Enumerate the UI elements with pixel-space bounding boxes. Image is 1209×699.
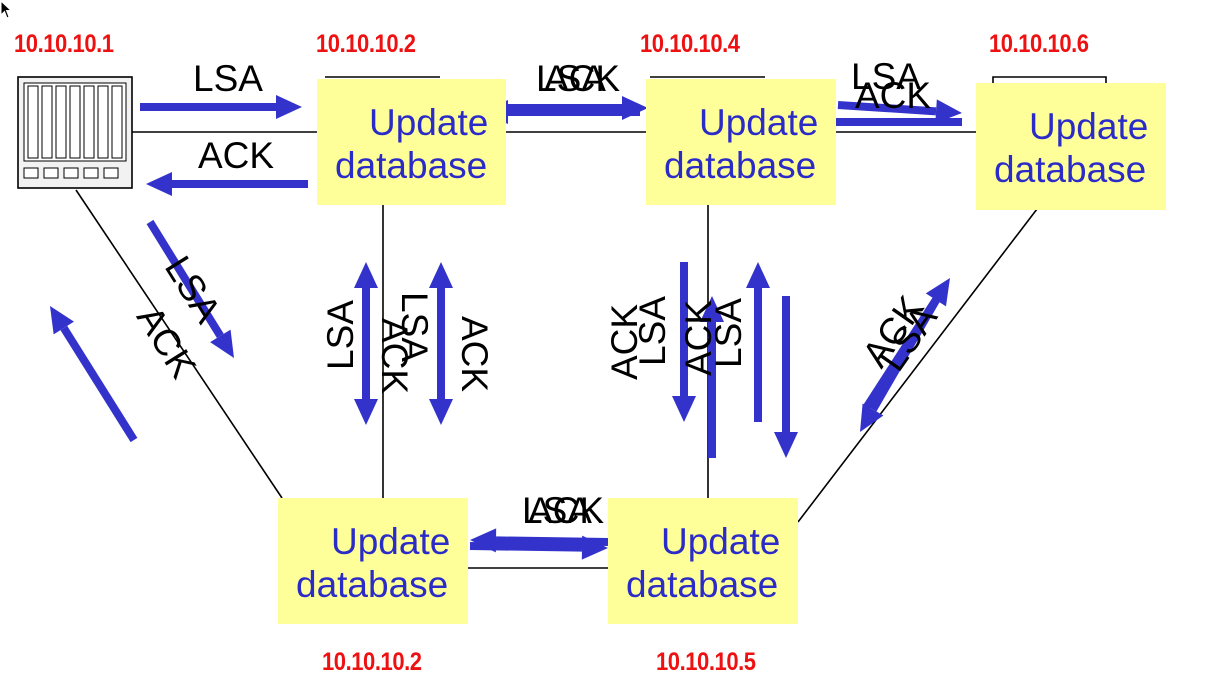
label-ack-r3-r5: ACK	[528, 490, 605, 531]
arrow-r3-r5-b-head	[581, 535, 608, 560]
label-ack-r2-r3-b: ACK	[454, 316, 495, 393]
arrow-ack-r1-r3-head	[50, 306, 74, 335]
ip-label-r2: 10.10.10.2	[316, 30, 416, 58]
ip-label-r4: 10.10.10.4	[640, 30, 740, 58]
ip-label-r1: 10.10.10.1	[14, 30, 114, 58]
label-ack-r4-r6: ACK	[855, 75, 932, 116]
node-r6-line2: database	[994, 149, 1147, 190]
arrow-r4-r5-d-head	[774, 432, 798, 458]
node-r3-line2: database	[296, 564, 449, 605]
node-r4: Update database	[646, 79, 836, 205]
ip-label-r5: 10.10.10.5	[656, 648, 756, 676]
link-r1-r3	[75, 189, 283, 499]
node-r2-line2: database	[335, 145, 488, 186]
arrow-lsa-r4-r6-head	[935, 99, 962, 124]
arrow-r4-r5-c-head	[746, 262, 770, 288]
arrow-ack-r1-r2-head	[146, 172, 172, 196]
arrow-r2-r3-b-head	[429, 399, 453, 425]
label-ack-r2-r4: ACK	[544, 58, 621, 99]
ip-label-r6: 10.10.10.6	[989, 30, 1089, 58]
node-r2-line1: Update	[369, 102, 489, 143]
node-r5-line1: Update	[661, 521, 781, 562]
arrow-ack-r1-r3	[60, 325, 138, 443]
mouse-pointer-icon	[0, 0, 12, 19]
node-r6-line1: Update	[1029, 106, 1149, 147]
node-r6: Update database	[976, 83, 1166, 210]
arrow-lsa-r1-r3-head	[210, 329, 234, 358]
node-r5-line2: database	[626, 564, 779, 605]
label-lsa-r2-r3-b: LSA	[394, 292, 435, 362]
label-ack-r1-r2: ACK	[198, 135, 275, 176]
router-chassis-icon	[17, 76, 133, 189]
arrow-lsa-r1-r3	[146, 219, 224, 338]
arrow-r2-r3-b-start-head	[429, 262, 453, 288]
label-lsa-r4-r5-b: LSA	[708, 298, 749, 368]
label-lsa-r3-r5: LSA	[522, 490, 592, 531]
ip-label-r3: 10.10.10.2	[322, 648, 422, 676]
arrow-r3-r5-b	[469, 542, 583, 552]
arrow-lsa-r1-r2-head	[276, 95, 302, 119]
node-r5: Update database	[608, 498, 798, 624]
arrow-r6-r5-b	[869, 287, 946, 412]
arrow-r6-r5-b-head	[860, 403, 884, 432]
node-r4-line2: database	[664, 145, 817, 186]
label-lsa-r2-r4: LSA	[536, 58, 606, 99]
arrow-lsa-r4-r6	[837, 101, 937, 116]
label-lsa-r1-r2: LSA	[193, 58, 263, 99]
arrow-r4-r5-b-head	[700, 296, 724, 322]
node-r3-line1: Update	[331, 521, 451, 562]
label-lsa-r4-r5-a: LSA	[632, 296, 673, 366]
link-r6-r5	[797, 191, 1051, 523]
node-r4-line1: Update	[699, 102, 819, 143]
arrow-r2-r3-a-start-head	[354, 262, 378, 288]
arrow-r2-r3-a-head	[354, 399, 378, 425]
node-r2: Update database	[317, 79, 506, 205]
label-lsa-r2-r3-a: LSA	[320, 300, 361, 370]
label-lsa-r4-r6: LSA	[851, 56, 921, 97]
node-r3: Update database	[278, 498, 468, 624]
arrow-r4-r5-a-head	[672, 396, 696, 422]
